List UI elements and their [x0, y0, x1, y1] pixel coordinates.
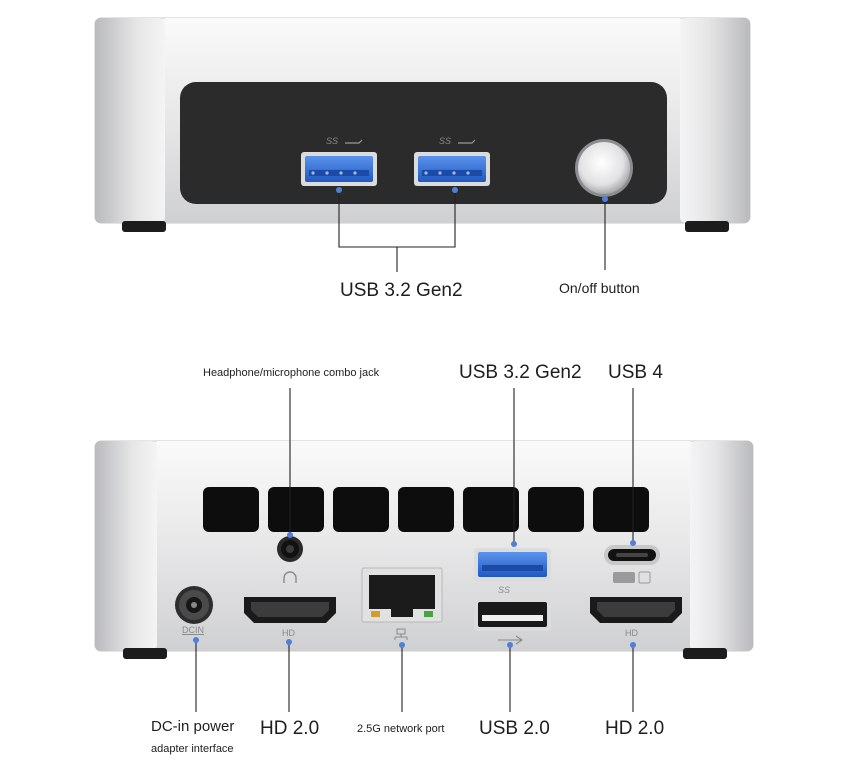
rear-usb2-port[interactable]	[474, 598, 551, 631]
front-usb-port-1[interactable]	[301, 152, 377, 186]
callout-dot	[452, 187, 458, 193]
power-button[interactable]	[575, 139, 633, 197]
silk-hd-right: HD	[625, 628, 638, 638]
headphone-icon	[283, 571, 297, 583]
lan-port[interactable]	[361, 567, 443, 623]
front-usb-port-2[interactable]	[414, 152, 490, 186]
hdmi-port-right[interactable]	[590, 597, 682, 623]
network-icon	[394, 628, 408, 640]
usb4-typec-port[interactable]	[604, 545, 660, 565]
rear-foot-left	[123, 648, 167, 659]
label-hd-right: HD 2.0	[605, 718, 665, 739]
label-hd-left: HD 2.0	[260, 718, 320, 739]
usb4-badge-icon	[613, 571, 651, 584]
dc-in-port[interactable]	[175, 586, 213, 624]
label-dcin-line2: adapter interface	[151, 743, 234, 755]
rear-usb32-port[interactable]	[474, 548, 551, 581]
front-foot-right	[685, 221, 729, 232]
callout-dot	[336, 187, 342, 193]
front-callout-lines	[338, 190, 606, 272]
silk-hd-left: HD	[282, 628, 295, 638]
rear-callout-lines	[195, 388, 634, 712]
vent-grille	[203, 487, 649, 532]
callout-dot	[602, 196, 608, 202]
front-usb-silk-1: SS	[326, 136, 339, 146]
usb-trident-icon	[498, 635, 523, 645]
usb-ss-logo-icon	[345, 139, 476, 144]
callout-dots	[193, 532, 636, 648]
rear-foot-right	[683, 648, 727, 659]
silk-dcin: DCIN	[182, 625, 204, 635]
label-front-usb: USB 3.2 Gen2	[340, 280, 463, 301]
hdmi-port-left[interactable]	[244, 597, 336, 623]
label-rear-usb32: USB 3.2 Gen2	[459, 362, 582, 383]
front-foot-left	[122, 221, 166, 232]
front-usb-silk-2: SS	[439, 136, 452, 146]
label-usb4: USB 4	[608, 362, 663, 383]
label-dcin-line1: DC-in power	[151, 718, 235, 735]
label-lan: 2.5G network port	[357, 723, 445, 735]
label-audio-jack: Headphone/microphone combo jack	[203, 367, 380, 379]
label-power-button: On/off button	[559, 280, 640, 296]
audio-jack[interactable]	[277, 536, 303, 562]
silk-usb32: SS	[498, 585, 511, 595]
label-usb2: USB 2.0	[479, 718, 550, 739]
